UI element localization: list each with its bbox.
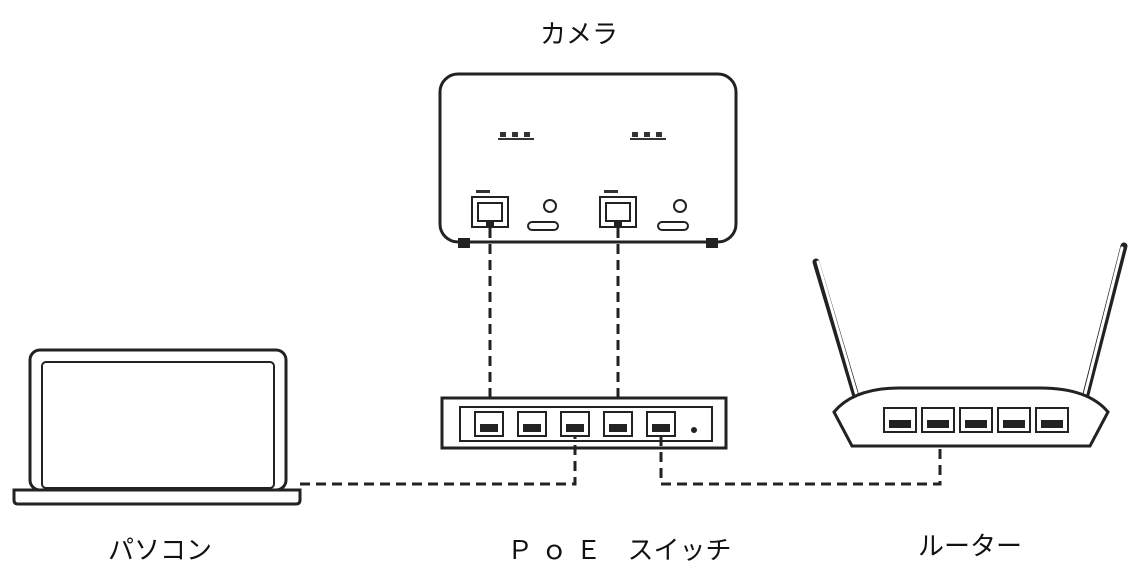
router-device bbox=[812, 242, 1128, 448]
camera-ethernet-port-1 bbox=[471, 190, 509, 228]
switch-status-led bbox=[691, 427, 697, 433]
cable-laptop-to-switch bbox=[300, 436, 577, 486]
switch-port-1 bbox=[474, 411, 504, 437]
camera-ethernet-port-2 bbox=[599, 190, 637, 228]
switch-port-3 bbox=[560, 411, 590, 437]
cable-switch-to-router bbox=[659, 436, 942, 486]
laptop-base bbox=[12, 488, 302, 506]
laptop-device bbox=[12, 348, 302, 506]
camera-body bbox=[438, 72, 738, 244]
switch-port-5 bbox=[646, 411, 676, 437]
router-port-1 bbox=[883, 407, 917, 433]
switch-port-4 bbox=[603, 411, 633, 437]
camera-foot-left bbox=[458, 238, 470, 248]
camera-led-indicators-left bbox=[498, 132, 534, 140]
router-label: ルーター bbox=[918, 532, 1023, 562]
router-port-4 bbox=[997, 407, 1031, 433]
camera-foot-right bbox=[706, 238, 718, 248]
pc-label: パソコン bbox=[108, 536, 213, 566]
camera-led-indicators-right bbox=[630, 132, 666, 140]
router-port-5 bbox=[1035, 407, 1069, 433]
router-port-2 bbox=[921, 407, 955, 433]
router-port-3 bbox=[959, 407, 993, 433]
poe-switch-device bbox=[440, 396, 728, 450]
camera-power-port-1 bbox=[527, 199, 559, 231]
switch-port-2 bbox=[517, 411, 547, 437]
laptop-screen bbox=[41, 361, 275, 489]
camera-label: カメラ bbox=[540, 20, 619, 50]
poe-switch-label: Ｐ ｏ Ｅ スイッチ bbox=[507, 536, 732, 566]
camera-device bbox=[438, 72, 738, 248]
camera-power-port-2 bbox=[657, 199, 689, 231]
